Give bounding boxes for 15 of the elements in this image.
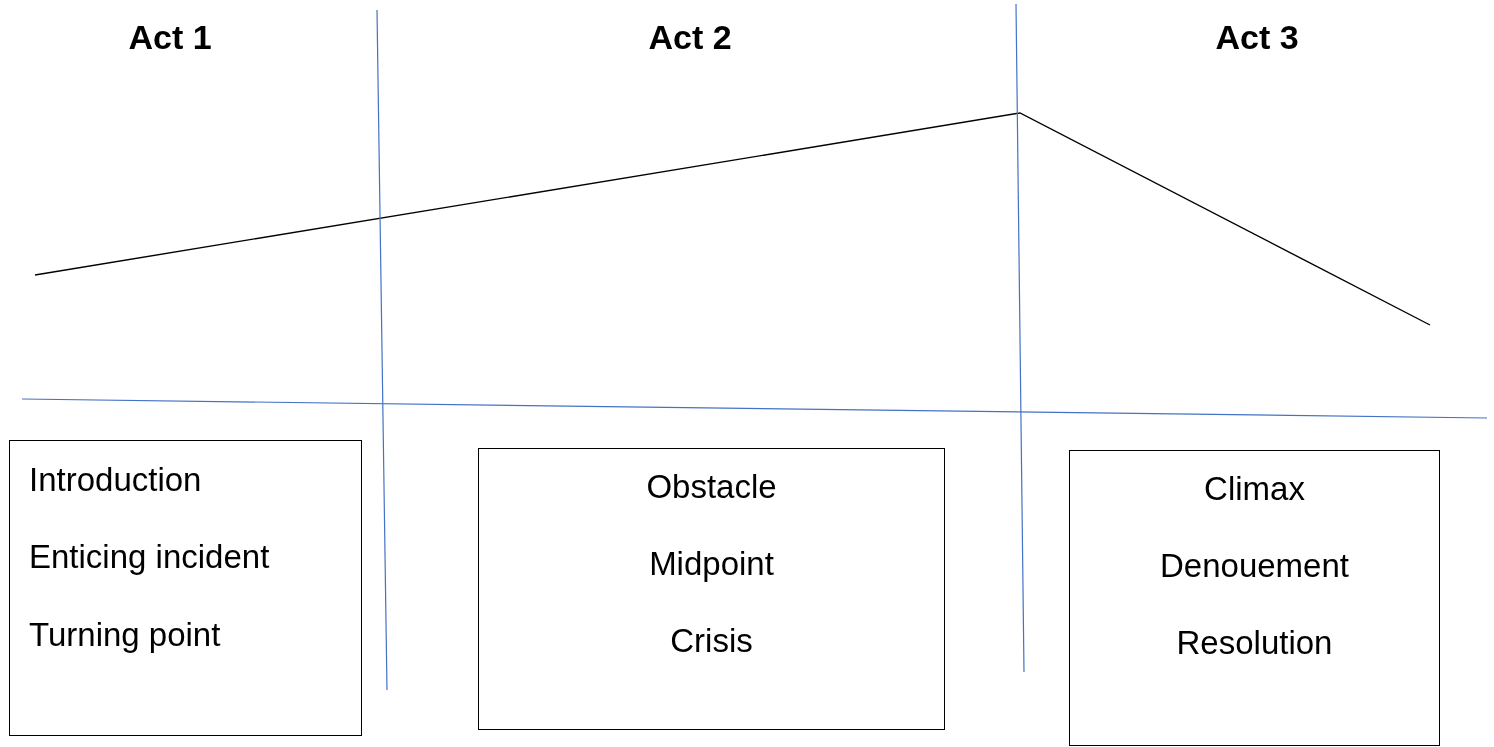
stage-text: Enticing incident: [29, 538, 270, 576]
text-box: [478, 448, 945, 730]
stage-text: Obstacle: [646, 468, 777, 506]
stage-text: Denouement: [1160, 547, 1349, 585]
stage-text: Turning point: [29, 616, 221, 654]
stage-text: Midpoint: [649, 545, 774, 583]
act-heading: Act 1: [128, 18, 212, 57]
stage-text: Introduction: [29, 461, 202, 499]
act-heading: Act 3: [1215, 18, 1299, 57]
text-box: [9, 440, 362, 736]
act-heading: Act 2: [648, 18, 732, 57]
stage-text: Climax: [1204, 470, 1305, 508]
stage-text: Resolution: [1176, 624, 1333, 662]
text-box: [1069, 450, 1440, 746]
stage-text: Crisis: [670, 622, 753, 660]
